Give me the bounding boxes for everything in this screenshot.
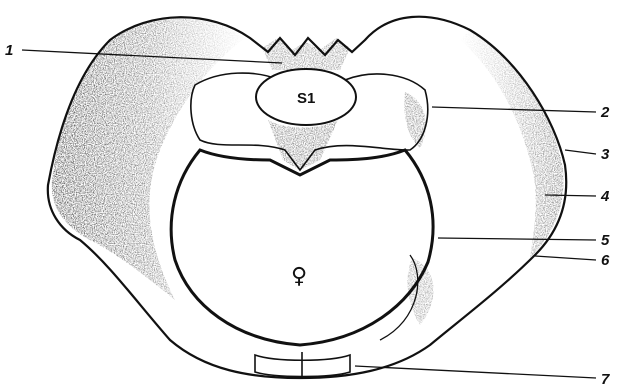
label-2: 2 [600, 104, 610, 121]
leader-line-6 [535, 256, 596, 260]
label-7: 7 [601, 371, 610, 387]
leader-line-3 [565, 150, 596, 154]
label-1: 1 [5, 42, 13, 59]
vertebra-label: S1 [297, 90, 315, 107]
label-3: 3 [601, 146, 610, 163]
label-5: 5 [601, 232, 610, 249]
spinous-process-shadow [262, 38, 350, 70]
label-4: 4 [600, 188, 610, 205]
label-6: 6 [601, 252, 610, 269]
pelvis-outline [48, 17, 566, 378]
leader-line-7 [355, 366, 596, 378]
female-symbol: ♀ [291, 264, 307, 289]
